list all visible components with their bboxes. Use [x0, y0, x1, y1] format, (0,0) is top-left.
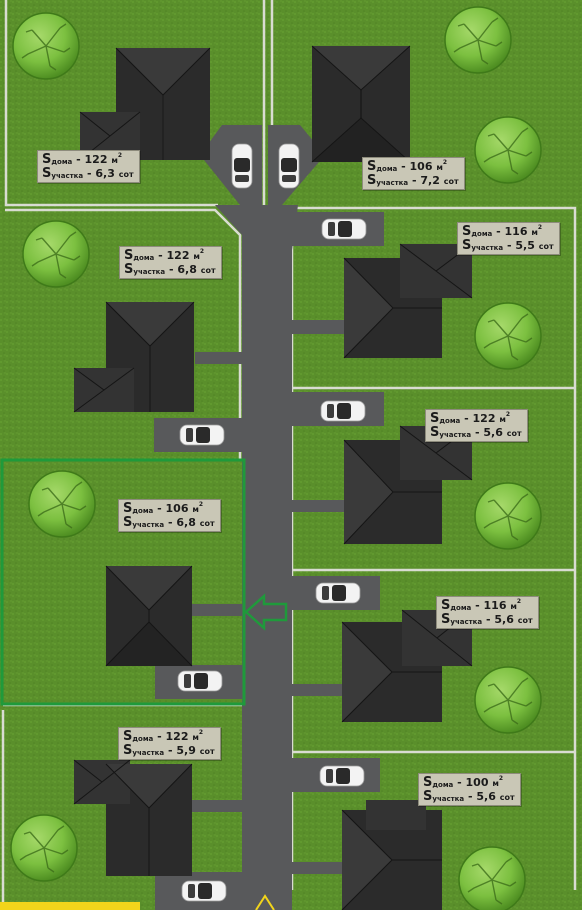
houses [73, 45, 473, 910]
house-roof-icon [343, 243, 473, 359]
house-roof-icon [105, 565, 193, 667]
bottom-sign [0, 902, 140, 910]
house-roof-icon [73, 759, 193, 876]
car-icon [315, 582, 361, 604]
tree-icon [444, 6, 512, 74]
car-icon [177, 670, 223, 692]
lot-label[interactable]: Sдома - 116 м2 Sучастка - 5,5 сот [457, 222, 560, 256]
lot-label[interactable]: Sдома - 122 м2 Sучастка - 6,8 сот [119, 246, 222, 280]
lot-label[interactable]: Sдома - 122 м2 Sучастка - 6,3 сот [37, 150, 140, 184]
car-icon [179, 424, 225, 446]
house-roof-icon [73, 301, 195, 413]
car-icon [181, 880, 227, 902]
house-roof-icon [341, 800, 442, 910]
selected-lot-border[interactable] [0, 458, 246, 706]
lot-label[interactable]: Sдома - 106 м2 Sучастка - 7,2 сот [362, 157, 465, 191]
lot-label[interactable]: Sдома - 100 м2 Sучастка - 5,6 сот [418, 773, 521, 807]
arrow-left-icon[interactable] [244, 593, 288, 631]
tree-icon [474, 116, 542, 184]
house-roof-icon [311, 45, 411, 163]
lot-label-selected[interactable]: Sдома - 106 м2 Sучастка - 6,8 сот [118, 499, 221, 533]
tree-icon [474, 302, 542, 370]
lot-label[interactable]: Sдома - 122 м2 Sучастка - 5,6 сот [425, 409, 528, 443]
car-icon [278, 143, 300, 189]
arrow-up-icon [255, 894, 275, 910]
house-roof-icon [79, 47, 211, 161]
tree-icon [474, 482, 542, 550]
lot-label[interactable]: Sдома - 122 м2 Sучастка - 5,9 сот [118, 727, 221, 761]
car-icon [321, 218, 367, 240]
tree-icon [458, 846, 526, 910]
house-roof-icon [341, 609, 473, 723]
car-icon [231, 143, 253, 189]
car-icon [319, 765, 365, 787]
car-icon [320, 400, 366, 422]
lot-label[interactable]: Sдома - 116 м2 Sучастка - 5,6 сот [436, 596, 539, 630]
tree-icon [12, 12, 80, 80]
tree-icon [10, 814, 78, 882]
tree-icon [28, 470, 96, 538]
tree-icon [22, 220, 90, 288]
tree-icon [474, 666, 542, 734]
